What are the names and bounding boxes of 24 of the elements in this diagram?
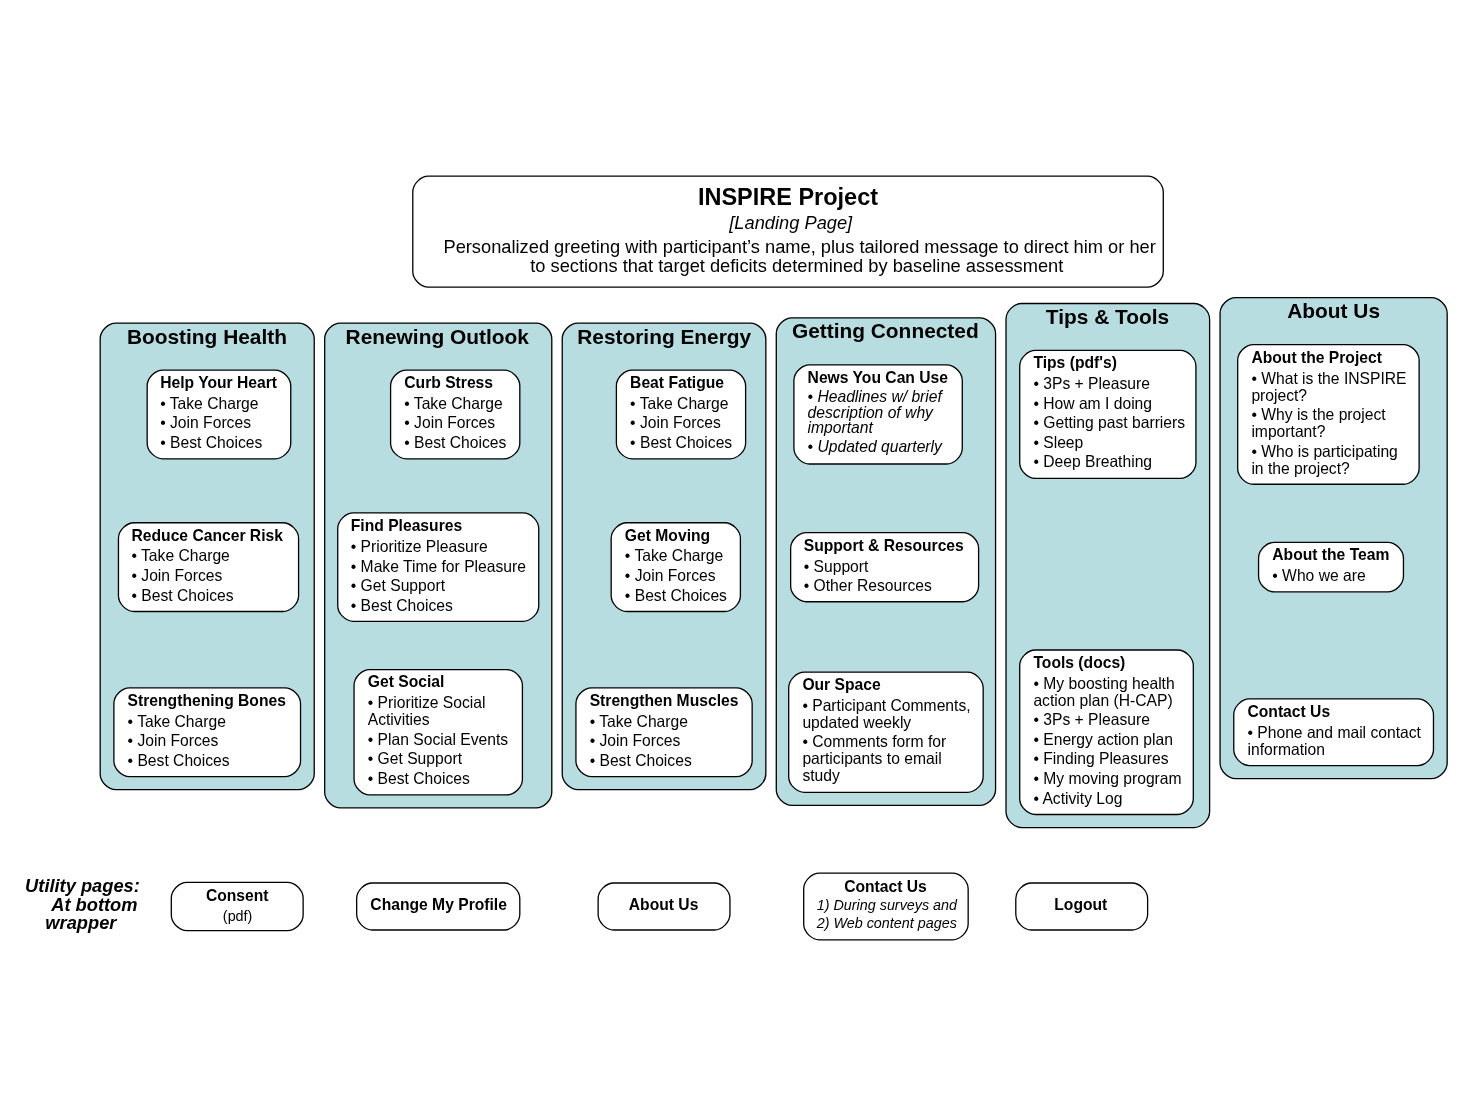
node-box: Beat Fatigue • Take Charge • Join Forces • Best Choices (615, 369, 747, 460)
node-box: About the Project • What is the INSPIRE project? • Why is the project important? • Who is participating in the project? (1237, 343, 1420, 485)
node-box: Tips (pdf's) • 3Ps + Pleasure • How am I doing • Getting past barriers • Sleep • Deep Breathing (1019, 349, 1197, 480)
node-box: Contact Us • Phone and mail contact information (1233, 698, 1435, 767)
node-box: Reduce Cancer Risk • Take Charge • Join Forces • Best Choices (117, 522, 300, 613)
node-box: Change My Profile (356, 882, 521, 931)
node-box: News You Can Use • Headlines w/ brief description of why important • Updated quarterly (793, 364, 963, 465)
node-box: Curb Stress • Take Charge • Join Forces • Best Choices (389, 369, 521, 460)
label: Utility pages: At bottom wrapper (25, 875, 140, 933)
node-box: Tools (docs) • My boosting health action plan (H-CAP) • 3Ps + Pleasure • Energy action plan • Finding Pleasures • My moving program • Activity Log (1019, 649, 1194, 816)
node-box: About Us (597, 882, 731, 931)
node-box: Logout (1015, 882, 1149, 931)
node-box: Consent (pdf) (170, 881, 304, 932)
node-box: Strengthening Bones • Take Charge • Join Forces • Best Choices (113, 687, 302, 778)
node-box: Get Moving • Take Charge • Join Forces • Best Choices (610, 522, 742, 613)
node-box: Help Your Heart • Take Charge • Join Forces • Best Choices (146, 369, 292, 460)
node-box: Support & Resources • Support • Other Resources (790, 531, 980, 603)
node-box: Contact Us 1) During surveys and 2) Web content pages (803, 872, 969, 941)
node-box: INSPIRE Project [Landing Page] Personalized greeting with participant’s name, plus tailored message to direct him or her to sections that target deficits determined by baseline assessment (412, 175, 1164, 288)
node-box: Find Pleasures • Prioritize Pleasure • Make Time for Pleasure • Get Support • Best Choices (337, 512, 540, 622)
node-box: About the Team • Who we are (1257, 541, 1405, 593)
node-box: Our Space • Participant Comments, updated weekly • Comments form for participants to email study (788, 671, 984, 793)
node-box: Strengthen Muscles • Take Charge • Join Forces • Best Choices (575, 687, 753, 778)
node-box: Get Social • Prioritize Social Activities • Plan Social Events • Get Support • Best Choices (353, 668, 524, 796)
